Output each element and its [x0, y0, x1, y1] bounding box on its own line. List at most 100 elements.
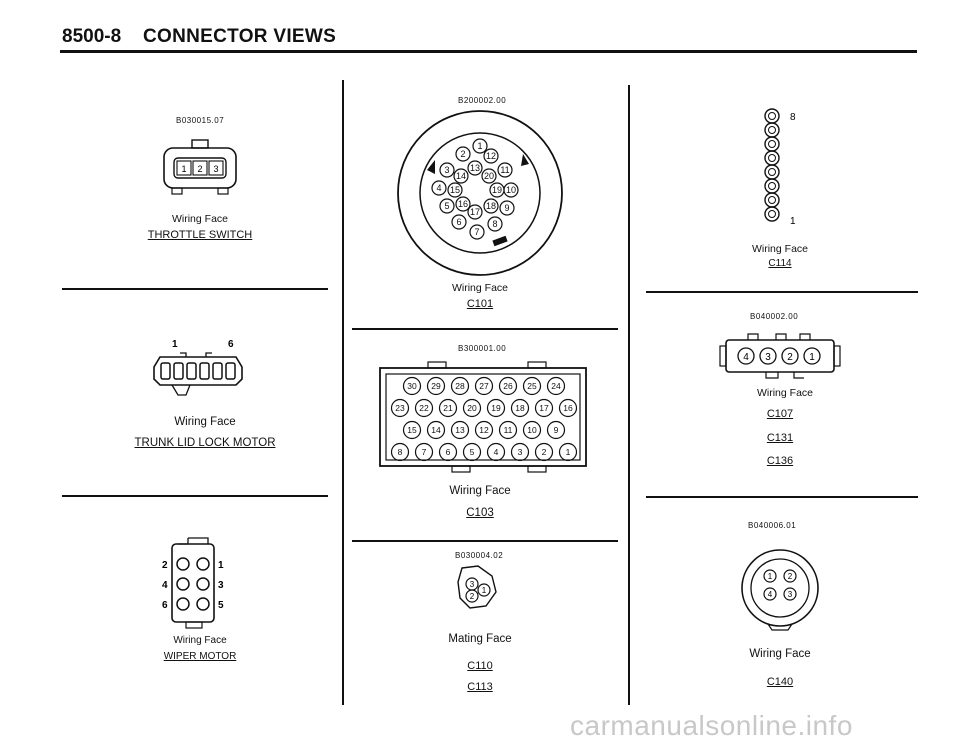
c114-pin	[764, 150, 780, 166]
c113-name: C113	[467, 681, 493, 693]
c103-pin-label: 27	[479, 381, 489, 391]
c103-pin	[510, 398, 530, 418]
c101-pin	[497, 162, 513, 178]
c103-pin	[546, 420, 566, 440]
wiper-motor-connector-diagram: 2 1 4 3 6 5	[162, 537, 224, 629]
c101-pin	[481, 168, 497, 184]
c110-face-label: Mating Face	[448, 633, 512, 645]
c103-pin	[474, 420, 494, 440]
c101-pin	[487, 216, 503, 232]
c101-pin-label: 3	[444, 165, 449, 175]
wiper-motor-face-label: Wiring Face	[173, 635, 227, 646]
wiper-pin-label: 5	[218, 600, 224, 611]
c103-pin-label: 12	[479, 425, 489, 435]
c114-pin-inner	[768, 112, 776, 120]
c114-pin	[764, 164, 780, 180]
c114-pin	[764, 192, 780, 208]
c101-pin-label: 2	[460, 149, 465, 159]
c103-pin-label: 1	[566, 447, 571, 457]
c101-pin-label: 15	[450, 185, 460, 195]
c101-pin	[453, 168, 469, 184]
c101-pin	[447, 182, 463, 198]
c103-pin-label: 23	[395, 403, 405, 413]
c114-pin-bottom-label: 1	[790, 216, 796, 227]
c114-face-label: Wiring Face	[751, 243, 808, 255]
column-divider-left	[342, 80, 344, 705]
c140-connector-diagram: 1 2 4 3	[741, 549, 819, 631]
c107-face-label: Wiring Face	[756, 387, 813, 399]
c103-pin	[402, 420, 422, 440]
throttle-switch-code: B030015.07	[176, 116, 225, 125]
c114-pin	[764, 122, 780, 138]
c103-pin	[498, 376, 518, 396]
c101-pin	[455, 146, 471, 162]
trunk-lid-face-label: Wiring Face	[174, 416, 236, 428]
throttle-switch-pin-label: 3	[213, 164, 218, 174]
c101-pin	[467, 160, 483, 176]
c103-pin	[414, 398, 434, 418]
c101-pin-label: 8	[492, 219, 497, 229]
c101-pin-label: 19	[492, 185, 502, 195]
wiper-pin-label: 6	[162, 600, 168, 611]
c103-pin	[486, 442, 506, 462]
c101-pin-label: 11	[500, 165, 509, 175]
c101-pin-label: 17	[470, 207, 480, 217]
c103-pin	[462, 398, 482, 418]
c101-pin	[451, 214, 467, 230]
c114-name: C114	[768, 258, 792, 269]
c103-pin	[390, 442, 410, 462]
c101-pin-label: 4	[436, 183, 441, 193]
c103-pin-label: 7	[422, 447, 427, 457]
c103-pin-label: 25	[527, 381, 537, 391]
c103-pin-label: 18	[515, 403, 525, 413]
c140-name: C140	[766, 676, 794, 688]
c101-pin-label: 16	[458, 199, 468, 209]
c101-pin-label: 5	[444, 201, 449, 211]
c103-pin	[426, 420, 446, 440]
c103-pin-label: 13	[455, 425, 465, 435]
c107-connector-diagram: 4 3 2 1	[719, 333, 841, 379]
c103-pin-label: 10	[527, 425, 537, 435]
c101-pin	[455, 196, 471, 212]
c103-pin	[510, 442, 530, 462]
c103-pin	[486, 398, 506, 418]
c103-pin-label: 4	[494, 447, 499, 457]
c101-pin-label: 10	[506, 185, 516, 195]
throttle-switch-pin-label: 1	[181, 164, 186, 174]
c101-pin-label: 12	[486, 151, 496, 161]
c110-code: B030004.02	[455, 551, 504, 560]
c101-pin	[439, 198, 455, 214]
c140-face-label: Wiring Face	[749, 648, 811, 660]
c107-pin-label: 3	[765, 352, 771, 363]
c103-pin-label: 29	[431, 381, 441, 391]
c136-name: C136	[766, 455, 794, 467]
c107-code: B040002.00	[750, 312, 799, 321]
wiper-pin-label: 1	[218, 560, 224, 571]
wiper-motor-name: WIPER MOTOR	[163, 651, 237, 662]
c140-code: B040006.01	[748, 521, 797, 530]
c103-pin	[534, 398, 554, 418]
panel-rule	[352, 540, 618, 542]
c103-pin-label: 14	[431, 425, 441, 435]
c103-pin	[522, 376, 542, 396]
c103-pin-label: 15	[407, 425, 417, 435]
trunk-lid-lock-motor-connector-diagram: 1 6	[153, 339, 243, 396]
throttle-switch-face-label: Wiring Face	[171, 213, 228, 225]
c101-pin-label: 18	[486, 201, 496, 211]
c103-name: C103	[466, 507, 494, 519]
c101-name: C101	[466, 298, 494, 310]
page-title: CONNECTOR VIEWS	[143, 26, 337, 47]
c140-pin-label: 2	[788, 572, 793, 581]
c140-pin-label: 1	[768, 572, 773, 581]
c101-face-label: Wiring Face	[451, 282, 508, 294]
column-divider-right	[628, 85, 630, 705]
c103-pin	[546, 376, 566, 396]
c101-pin-label: 1	[477, 141, 482, 151]
throttle-switch-connector-diagram: 1 2 3	[163, 139, 237, 195]
trunk-lid-pin-last-label: 6	[228, 339, 234, 350]
throttle-switch-name: THROTTLE SWITCH	[147, 229, 253, 241]
c103-pin	[450, 420, 470, 440]
c103-pin	[438, 398, 458, 418]
